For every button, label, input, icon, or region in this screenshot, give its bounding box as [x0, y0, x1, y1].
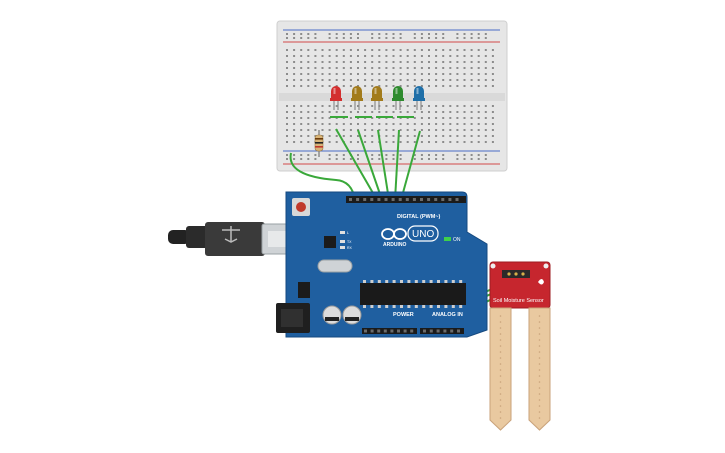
usb-icon — [222, 226, 240, 243]
led-row — [330, 86, 425, 110]
led-yellow-1[interactable] — [351, 86, 363, 110]
on-label: ON — [453, 237, 461, 243]
soil-moisture-sensor[interactable]: Soil Moisture Sensor — [489, 261, 551, 431]
breadboard-holes — [286, 33, 494, 160]
analog-label: ANALOG IN — [432, 312, 463, 318]
crystal — [317, 259, 353, 273]
resistor[interactable] — [314, 130, 324, 157]
tx-label: TX — [347, 240, 352, 244]
capacitor-1 — [322, 305, 342, 325]
led-red[interactable] — [330, 86, 342, 110]
analog-header[interactable] — [420, 328, 464, 334]
brand-label: ARDUINO — [383, 242, 406, 248]
water-drop-icon — [538, 279, 544, 285]
rx-label: RX — [347, 246, 353, 250]
sensor-label: Soil Moisture Sensor — [493, 298, 544, 304]
probe-right — [528, 307, 551, 431]
led-yellow-2[interactable] — [371, 86, 383, 110]
arduino-logo: ARDUINO — [381, 228, 407, 248]
breadboard[interactable] — [276, 20, 508, 172]
wire-led4 — [394, 129, 400, 201]
wire-led1 — [335, 128, 378, 201]
power-led — [444, 237, 451, 241]
wire-gnd — [289, 152, 356, 201]
model-label: UNO — [412, 229, 434, 240]
digital-label: DIGITAL (PWM~) — [397, 214, 441, 220]
wire-led2 — [357, 129, 383, 201]
power-label: POWER — [393, 312, 414, 318]
arduino-uno-board[interactable]: DIGITAL (PWM~) ARDUINO UNO ON L TX RX — [276, 191, 488, 338]
capacitor-2 — [342, 305, 362, 325]
power-header[interactable] — [362, 328, 417, 334]
led-blue[interactable] — [413, 86, 425, 110]
wire-led5 — [400, 130, 421, 201]
atmega-chip — [360, 283, 466, 305]
led-green[interactable] — [392, 86, 404, 110]
probe-left — [489, 307, 512, 431]
usb-chip — [324, 236, 336, 248]
l-label: L — [347, 231, 349, 235]
voltage-regulator — [298, 282, 310, 298]
wire-led3 — [377, 129, 390, 201]
